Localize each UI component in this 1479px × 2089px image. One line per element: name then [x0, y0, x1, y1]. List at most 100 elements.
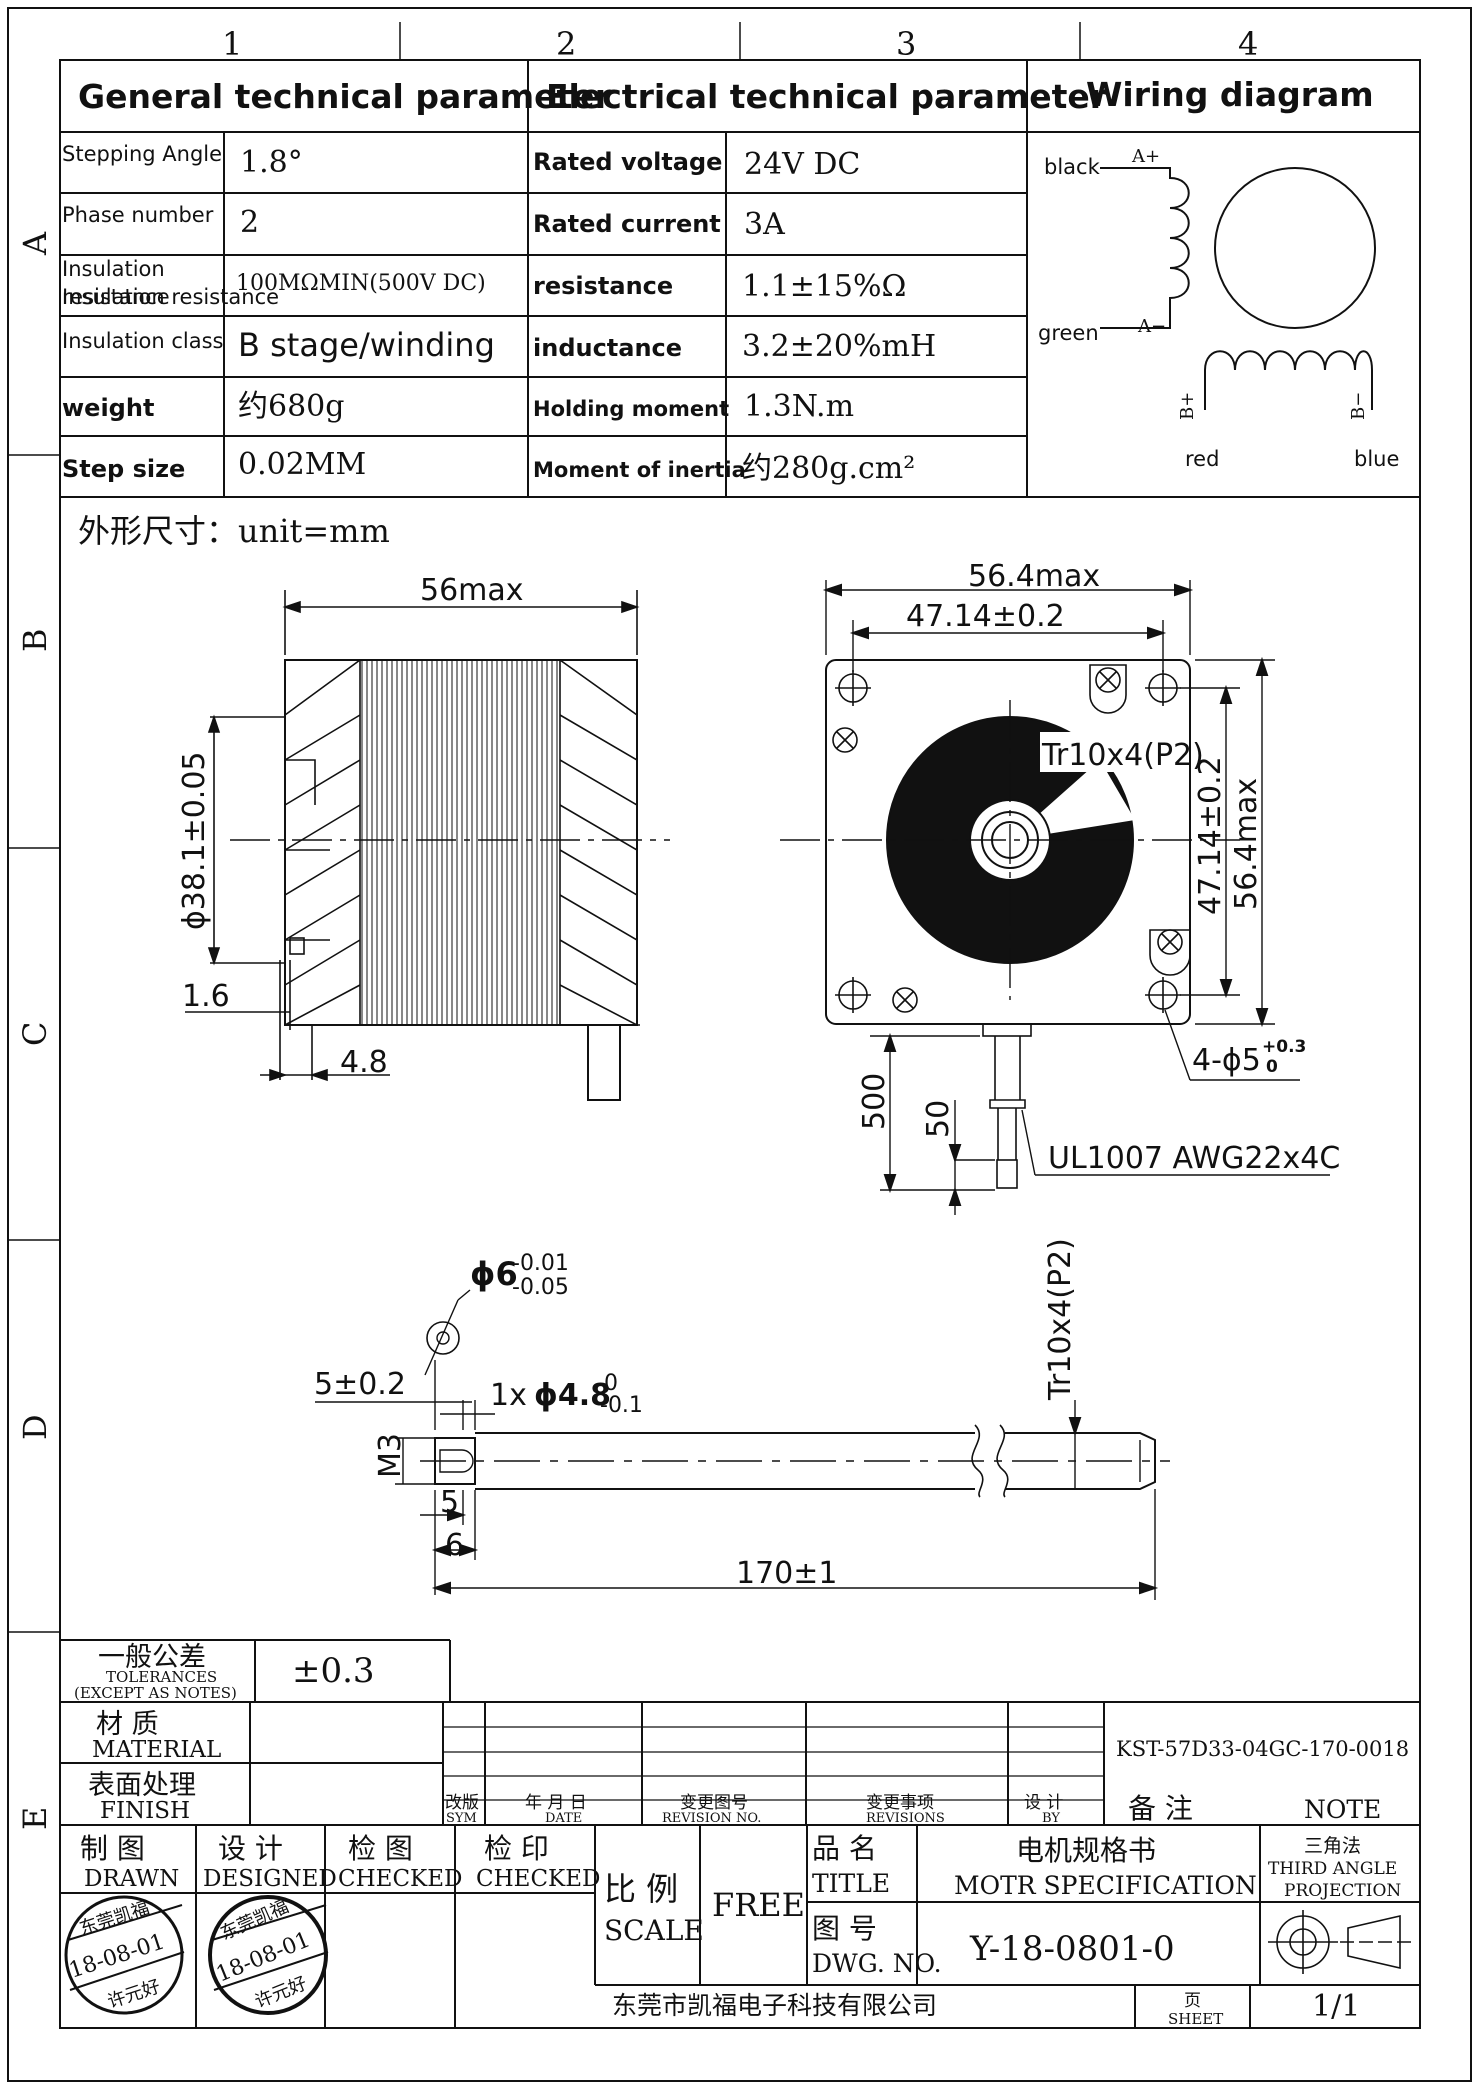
material-label-cn: 材 质: [96, 1709, 159, 1740]
dim-holes-tol-upper: +0.3: [1262, 1037, 1306, 1057]
scale-label-cn: 比 例: [604, 1870, 678, 1908]
stamp-drawn-date: 18-08-01: [66, 1929, 168, 1983]
part-number: KST-57D33-04GC-170-0018: [1116, 1737, 1409, 1761]
dim-mounting-holes: 4-ϕ5: [1192, 1043, 1261, 1078]
unit-note: 外形尺寸：unit=mm: [78, 512, 390, 550]
dim-front-pitch: 47.14±0.2: [906, 599, 1065, 634]
scale-label-en: SCALE: [604, 1914, 704, 1947]
title-value-en: MOTR SPECIFICATION: [954, 1871, 1257, 1900]
rev-date-cn: 年 月 日: [525, 1793, 587, 1813]
electrical-value-moment-of-inertia: 约280g.cm²: [742, 451, 915, 486]
dim-side-4-8: 4.8: [340, 1045, 388, 1080]
outer-border: [7, 7, 1472, 2082]
finish-label-en: FINISH: [100, 1798, 190, 1824]
side-view: [185, 590, 670, 1101]
general-label-insulation-class: Insulation class: [62, 329, 224, 353]
electrical-header: Electrical technical parameter: [546, 77, 1107, 116]
wire-blue-label: blue: [1354, 447, 1399, 471]
checked2-label-en: CHECKED: [476, 1866, 600, 1892]
electrical-label-rated-voltage: Rated voltage: [533, 148, 722, 176]
general-value-step-size: 0.02MM: [238, 447, 366, 482]
sheet-value: 1/1: [1312, 1989, 1360, 2024]
zone-row-e: E: [16, 1807, 54, 1830]
tolerance-value: ±0.3: [292, 1651, 375, 1691]
general-value-insulation-class: B stage/winding: [238, 326, 495, 364]
cable-spec: UL1007 AWG22x4C: [1048, 1141, 1340, 1176]
dim-holes-tol-lower: 0: [1266, 1057, 1278, 1077]
dwg-label-en: DWG. NO.: [812, 1949, 942, 1978]
thread-label-bg: [1040, 732, 1188, 772]
projection-label-en1: THIRD ANGLE: [1268, 1859, 1397, 1879]
dim-front-thread: Tr10x4(P2): [1041, 738, 1204, 773]
zone-row-c: C: [16, 1022, 54, 1046]
rev-by-en: BY: [1042, 1811, 1060, 1826]
wire-green-label: green: [1038, 321, 1099, 345]
checked2-label-cn: 检 印: [484, 1832, 549, 1865]
title-block-grid: [60, 1639, 1420, 2028]
checked-label-cn: 检 图: [348, 1832, 413, 1865]
dwg-label-cn: 图 号: [812, 1912, 877, 1945]
dim-shaft-thread: Tr10x4(P2): [1043, 1238, 1078, 1401]
tolerance-label-cn: 一般公差: [98, 1642, 206, 1673]
zone-col-1: 1: [222, 25, 242, 63]
general-label-insulation-resistance-l2: resistance: [62, 285, 170, 309]
terminal-b-plus: B+: [1177, 392, 1198, 420]
revisions-en: REVISIONS: [866, 1811, 945, 1826]
front-view: [780, 580, 1330, 1215]
note-label-en: NOTE: [1304, 1795, 1381, 1824]
scale-value: FREE: [712, 1886, 805, 1924]
dim-shaft-4-8-upper: 0: [604, 1371, 618, 1396]
rev-sym-en: SYM: [446, 1811, 477, 1826]
zone-row-b: B: [16, 628, 54, 652]
general-label-phase-number: Phase number: [62, 203, 214, 227]
drawn-label-en: DRAWN: [84, 1866, 179, 1892]
title-label-en: TITLE: [812, 1869, 890, 1898]
general-label-weight: weight: [62, 394, 154, 422]
electrical-label-moment-of-inertia: Moment of inertia: [533, 458, 746, 482]
rev-by-cn: 设 计: [1024, 1793, 1063, 1813]
sheet-label-en: SHEET: [1168, 2010, 1223, 2028]
general-header: General technical parameter: [78, 77, 612, 116]
finish-label-cn: 表面处理: [88, 1770, 196, 1801]
electrical-value-resistance: 1.1±15%Ω: [742, 269, 906, 304]
zone-row-a: A: [16, 231, 54, 256]
sheet-label-cn: 页: [1184, 1991, 1201, 2011]
dim-shaft-d5: 5: [440, 1485, 459, 1520]
dim-front-max-vertical: 56.4max: [1229, 778, 1264, 910]
electrical-value-rated-voltage: 24V DC: [744, 147, 860, 182]
stamp-drawn: [64, 1895, 185, 2015]
dim-shaft-diameter: ϕ6: [470, 1255, 518, 1293]
coil-b: [1204, 350, 1373, 410]
dim-shaft-m3: M3: [373, 1433, 408, 1478]
dim-front-pitch-vertical: 47.14±0.2: [1193, 756, 1228, 915]
dim-shaft-dia-lower: -0.05: [512, 1275, 569, 1300]
revisions-cn: 变更事项: [866, 1793, 934, 1813]
general-value-phase-number: 2: [240, 205, 259, 240]
dim-side-width: 56max: [420, 573, 524, 608]
zone-col-4: 4: [1238, 25, 1258, 63]
general-label-insulation-resistance-full: Insulation resistance: [62, 285, 279, 309]
rev-date-en: DATE: [545, 1811, 582, 1826]
electrical-label-resistance: resistance: [533, 272, 673, 300]
dim-side-1-6: 1.6: [182, 979, 230, 1014]
rev-sym-cn: 改版: [445, 1793, 479, 1813]
zone-col-2: 2: [556, 25, 576, 63]
coil-a: [1100, 167, 1190, 329]
tolerance-label-en-note: (EXCEPT AS NOTES): [74, 1684, 237, 1702]
wiring-header: Wiring diagram: [1086, 75, 1374, 114]
wiring-diagram: [1100, 167, 1376, 410]
stamp-drawn-company: 东莞凯福: [77, 1898, 152, 1940]
terminal-b-minus: B−: [1348, 392, 1369, 420]
material-label-en: MATERIAL: [92, 1737, 221, 1763]
stamp-designed: [208, 1895, 329, 2015]
rev-no-en: REVISION NO.: [662, 1811, 761, 1826]
general-value-stepping-angle: 1.8°: [240, 145, 303, 180]
drawn-label-cn: 制 图: [80, 1832, 145, 1865]
designed-label-en: DESIGNED: [203, 1866, 337, 1892]
general-label-stepping-angle: Stepping Angle: [62, 142, 222, 166]
shaft-view: [315, 1289, 1170, 1600]
dim-lead-500: 500: [857, 1073, 892, 1130]
terminal-a-minus: A−: [1137, 316, 1166, 337]
projection-label-en2: PROJECTION: [1284, 1881, 1401, 1901]
